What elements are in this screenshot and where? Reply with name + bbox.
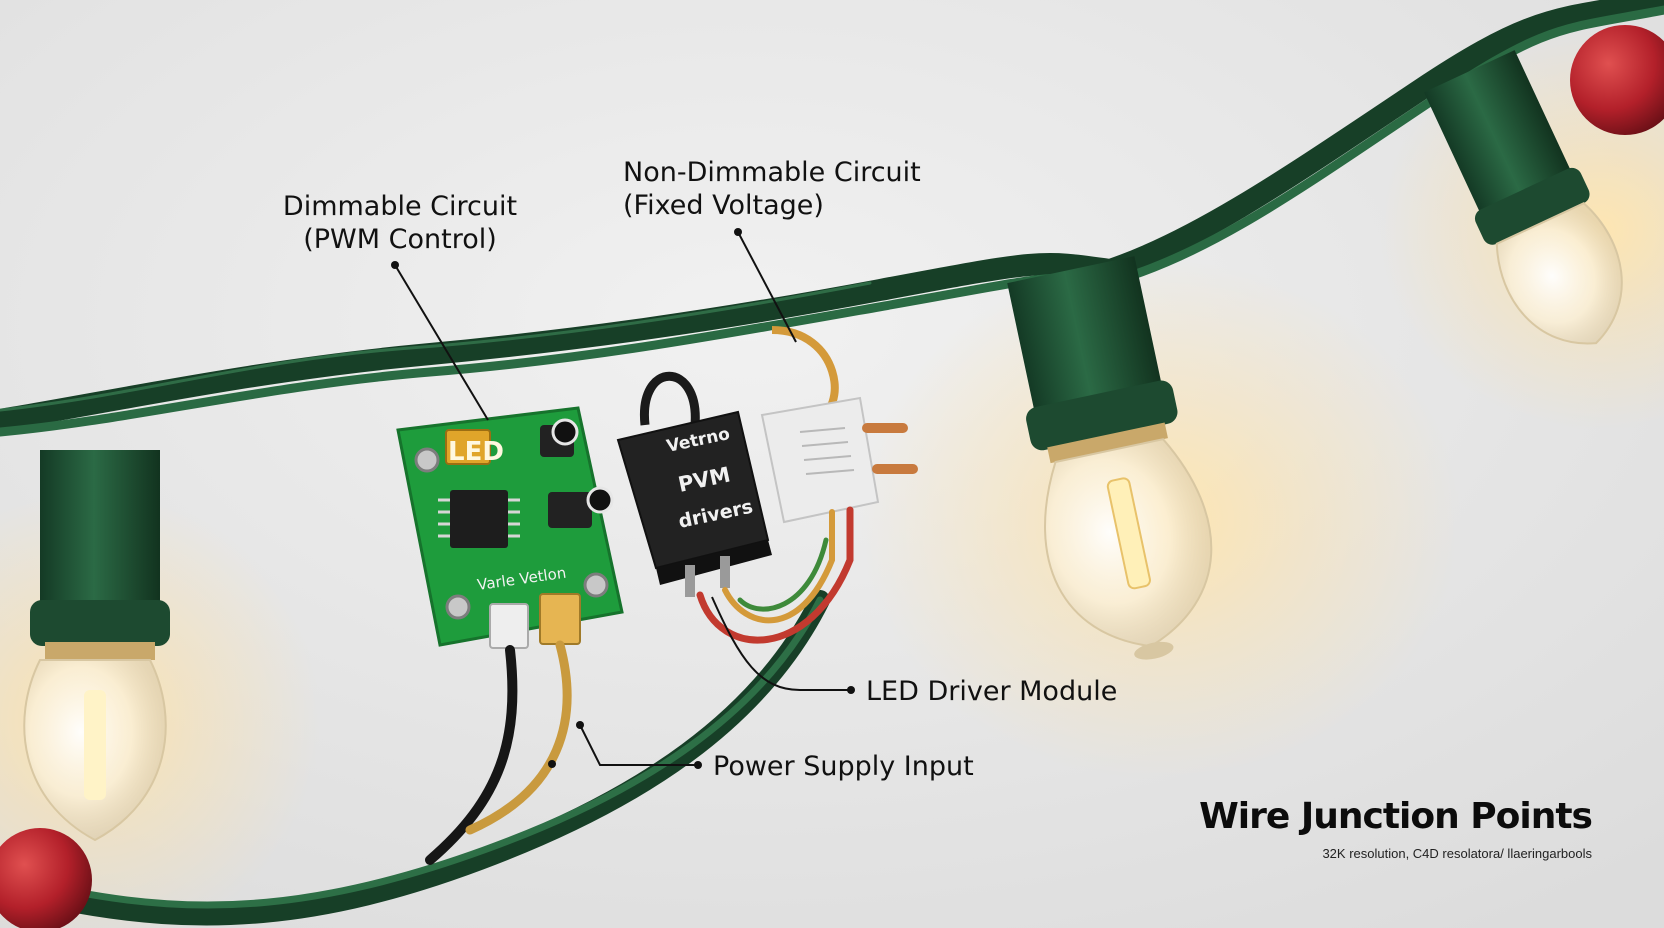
driver-box	[616, 371, 772, 597]
footer-title: Wire Junction Points	[1199, 796, 1593, 837]
label-dimmable-line1: Dimmable Circuit	[282, 191, 518, 222]
label-dimmable-line2: (PWM Control)	[303, 224, 497, 255]
label-power-supply-input: Power Supply Input	[713, 751, 974, 782]
leader-led-driver	[711, 596, 850, 691]
footer-subtitle: 32K resolution, C4D resolatora/ llaering…	[1322, 846, 1592, 861]
label-non-dimmable-line2: (Fixed Voltage)	[623, 190, 824, 221]
ornament-bottom-left	[0, 828, 92, 928]
label-led-driver-module: LED Driver Module	[866, 676, 1118, 707]
pcb-board	[396, 406, 624, 649]
driver-loop-wires	[696, 506, 854, 644]
connector-module	[760, 326, 918, 524]
leader-dimmable	[394, 264, 489, 421]
leader-non-dimmable	[737, 231, 797, 343]
ornament-top-right	[1570, 25, 1664, 135]
leader-power	[579, 724, 698, 766]
leader-dots	[391, 228, 855, 769]
label-dimmable-circuit: Dimmable Circuit (PWM Control)	[270, 190, 530, 256]
leader-lines	[394, 231, 850, 766]
pcb-cables	[425, 640, 572, 865]
label-non-dimmable-line1: Non-Dimmable Circuit	[623, 157, 921, 188]
bulb-right	[1007, 256, 1213, 660]
bulb-top-right	[1423, 50, 1623, 345]
bulb-left	[23, 450, 170, 842]
label-non-dimmable-circuit: Non-Dimmable Circuit (Fixed Voltage)	[623, 156, 921, 222]
pcb-led-text: LED	[448, 437, 504, 467]
